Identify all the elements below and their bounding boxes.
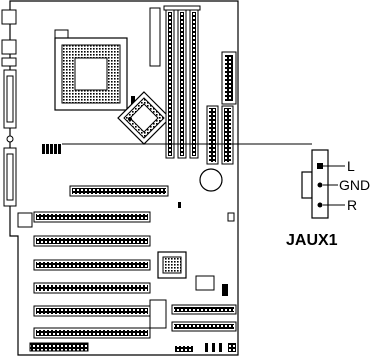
ps2-connector xyxy=(1,9,17,25)
pin-label-gnd: GND xyxy=(339,177,370,193)
vertical-header xyxy=(149,7,161,67)
pin-3-marker xyxy=(317,202,323,208)
audio-jack xyxy=(6,135,14,143)
jumper-2 xyxy=(222,284,228,296)
bottom-headers xyxy=(29,342,236,352)
pin-header xyxy=(131,96,135,106)
northbridge-chip xyxy=(117,91,171,145)
cpu-socket xyxy=(54,29,128,111)
dimm-slots xyxy=(163,5,201,159)
serial-port xyxy=(3,69,17,129)
atx-power-connector xyxy=(221,51,237,105)
jumper xyxy=(178,202,181,208)
header-cluster xyxy=(42,144,61,154)
pin-label-l: L xyxy=(347,158,355,174)
jaux1-connector xyxy=(301,149,345,219)
agp-slot xyxy=(69,185,169,197)
ps2-connector-2 xyxy=(1,39,17,55)
chip-square xyxy=(17,212,33,228)
parallel-port xyxy=(3,147,17,207)
pin-label-r: R xyxy=(347,197,358,213)
southbridge-chip xyxy=(157,251,187,279)
small-header xyxy=(227,212,235,222)
ide-connectors xyxy=(206,105,234,165)
connector-title: JAUX1 xyxy=(286,232,338,249)
bios-chip xyxy=(195,275,215,291)
io-chip xyxy=(149,299,167,329)
battery xyxy=(199,168,223,192)
usb-connector xyxy=(1,57,17,67)
pci-slots xyxy=(33,211,151,339)
pin-1-marker xyxy=(317,163,323,169)
pin-2-marker xyxy=(317,182,323,188)
ide-connectors-bottom xyxy=(171,304,237,332)
